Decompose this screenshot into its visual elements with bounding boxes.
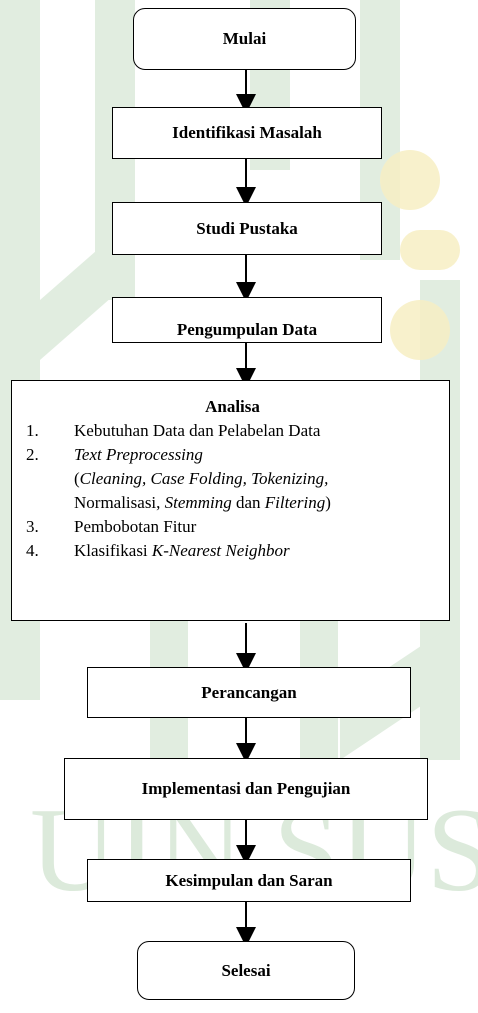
analysis-item-1: 1. Kebutuhan Data dan Pelabelan Data: [26, 421, 321, 440]
end-node: Selesai: [137, 941, 355, 1000]
literature-study-label: Studi Pustaka: [196, 218, 298, 238]
analysis-node: Analisa 1. Kebutuhan Data dan Pelabelan …: [11, 380, 450, 621]
analysis-item-4: 4. Klasifikasi K-Nearest Neighbor: [26, 541, 290, 560]
implementation-testing-node: Implementasi dan Pengujian: [64, 758, 428, 820]
identify-problem-node: Identifikasi Masalah: [112, 107, 382, 159]
data-collection-label: Pengumpulan Data: [176, 320, 318, 339]
analysis-item-2: 2. Text Preprocessing (Cleaning, Case Fo…: [26, 445, 331, 512]
conclusion-label: Kesimpulan dan Saran: [165, 870, 333, 890]
data-collection-node: Pengumpulan Data: [112, 297, 382, 343]
start-label: Mulai: [222, 29, 267, 48]
analysis-item-3: 3. Pembobotan Fitur: [26, 517, 197, 536]
implementation-testing-label: Implementasi dan Pengujian: [141, 779, 351, 798]
start-node: Mulai: [133, 8, 356, 70]
design-node: Perancangan: [87, 667, 411, 718]
analysis-title: Analisa: [205, 397, 260, 416]
conclusion-node: Kesimpulan dan Saran: [87, 859, 411, 902]
identify-problem-label: Identifikasi Masalah: [172, 123, 322, 142]
design-label: Perancangan: [201, 682, 297, 702]
end-label: Selesai: [221, 960, 271, 980]
analysis-list: 1. Kebutuhan Data dan Pelabelan Data 2. …: [26, 419, 439, 563]
literature-study-node: Studi Pustaka: [112, 202, 382, 255]
